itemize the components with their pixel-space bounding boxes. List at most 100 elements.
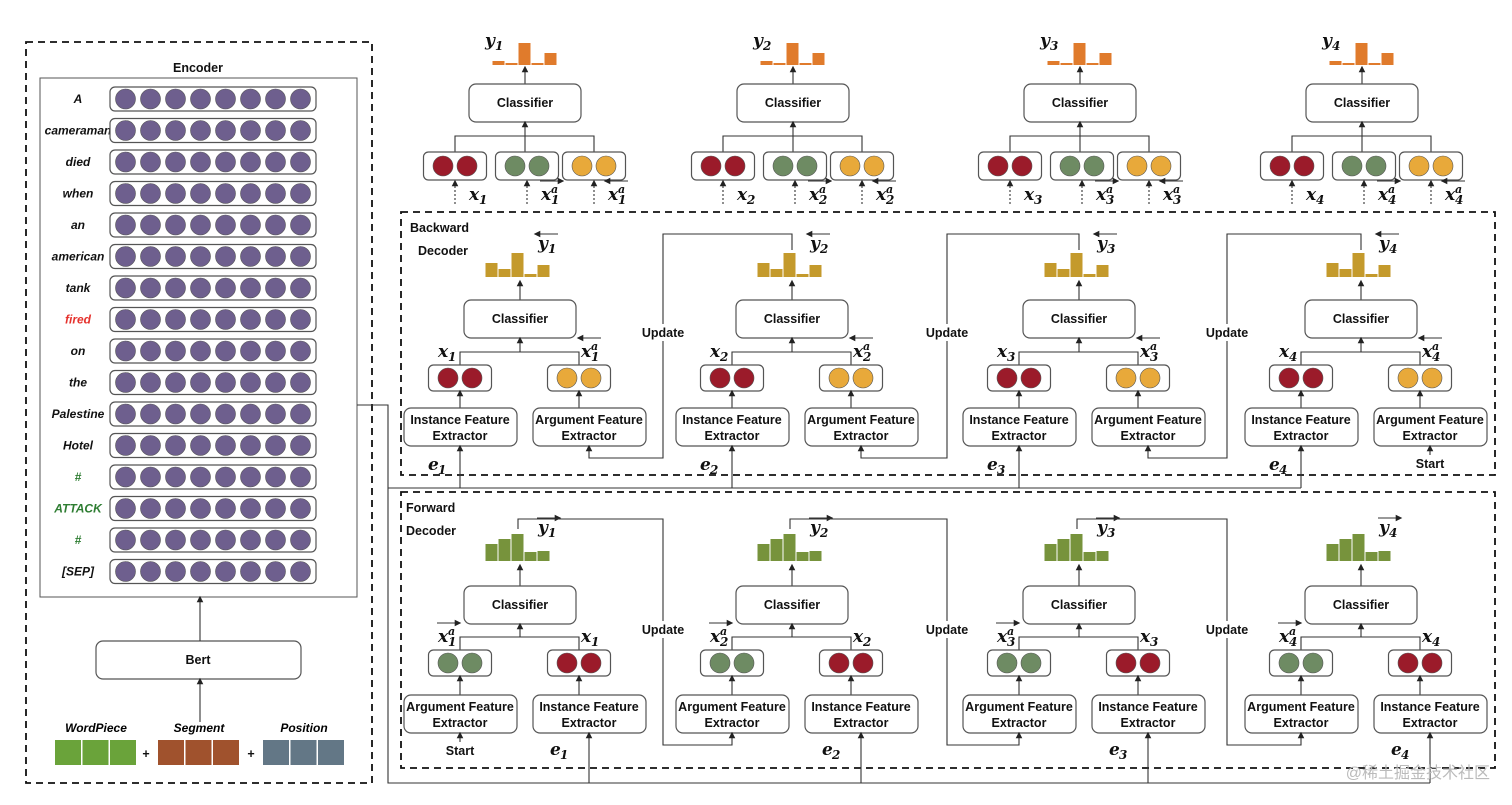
feature-circle: [733, 367, 755, 389]
feature-circle: [461, 652, 483, 674]
math-subscript: 2: [818, 193, 827, 207]
histogram-bar: [531, 63, 544, 65]
histogram-bar: [1326, 263, 1339, 277]
feature-circle: [1115, 652, 1137, 674]
feature-circle: [165, 277, 186, 299]
output-distribution: [757, 534, 822, 561]
token-label: an: [71, 218, 85, 232]
histogram-bar: [812, 53, 825, 65]
feature-circle: [700, 155, 722, 177]
math-base: y: [1321, 31, 1333, 51]
extractor-label: Instance Feature: [811, 700, 910, 714]
histogram-bar: [518, 43, 531, 65]
vector-box: [109, 527, 317, 553]
feature-circle: [165, 372, 186, 393]
feature-circle: [1139, 367, 1161, 389]
math-subscript: 2: [762, 39, 771, 53]
token-label: fired: [65, 313, 92, 327]
math-base: x: [1162, 185, 1174, 205]
math-base: y: [484, 31, 496, 51]
feature-circle: [215, 340, 236, 362]
input-vector: [690, 151, 756, 181]
histogram-bar: [511, 534, 524, 561]
token-embedding: [109, 558, 317, 585]
feature-circle: [115, 403, 136, 425]
math-base: e: [822, 740, 833, 760]
math-subscript: 2: [885, 193, 894, 207]
feature-circle: [215, 183, 236, 204]
feature-circle: [140, 498, 161, 519]
feature-circle: [1083, 155, 1105, 177]
token-embedding: [109, 495, 317, 522]
math-subscript: 1: [551, 193, 559, 207]
feature-circle: [265, 120, 286, 141]
feature-circle: [1432, 155, 1454, 177]
feature-circle: [140, 88, 161, 110]
math-superscript: a: [1173, 183, 1180, 196]
feature-circle: [1421, 367, 1443, 389]
math-base: y: [1096, 234, 1108, 254]
math-subscript: 4: [1389, 242, 1397, 256]
math-superscript: a: [1150, 340, 1157, 353]
feature-circle: [556, 652, 578, 674]
right-vector: [546, 364, 612, 392]
bert-label: Bert: [185, 653, 211, 667]
feature-circle: [115, 529, 136, 551]
math-superscript: a: [1289, 625, 1296, 638]
math-subscript: 3: [1007, 350, 1015, 364]
watermark: @稀土掘金技术社区: [1346, 764, 1490, 782]
histogram-bar: [760, 61, 773, 65]
feature-circle: [215, 214, 236, 236]
right-vector: [818, 649, 884, 677]
feature-circle: [240, 435, 261, 456]
math-subscript: 4: [1289, 350, 1297, 364]
feature-circle: [140, 403, 161, 425]
decoder-title: Decoder: [406, 524, 456, 538]
vector-box: [109, 86, 317, 112]
feature-circle: [140, 529, 161, 551]
feature-circle: [290, 309, 311, 330]
feature-circle: [140, 183, 161, 204]
token-label: [SEP]: [61, 565, 95, 579]
feature-circle: [290, 403, 311, 425]
math-base: x: [852, 627, 864, 647]
encoder-dashed-border: [25, 41, 373, 784]
math-base: x: [1095, 185, 1107, 205]
vector-box: [109, 212, 317, 238]
histogram-bar: [1047, 61, 1060, 65]
extractor-label: Extractor: [1121, 429, 1176, 443]
feature-circle: [265, 372, 286, 393]
math-subscript: 1: [479, 193, 487, 207]
vector-box: [109, 464, 317, 490]
classifier-label: Classifier: [492, 312, 548, 326]
merge-line: [1018, 351, 1139, 365]
histogram-bar: [786, 43, 799, 65]
token-row: Hotel: [63, 432, 317, 459]
math-subscript: 2: [831, 748, 840, 762]
input-vector: [561, 151, 627, 181]
feature-circle: [1278, 367, 1300, 389]
feature-circle: [432, 155, 454, 177]
feature-circle: [115, 183, 136, 204]
token-label: Hotel: [63, 439, 94, 453]
token-label: #: [75, 470, 82, 484]
math-superscript: a: [1455, 183, 1462, 196]
output-distribution: [1326, 253, 1391, 277]
token-label: Palestine: [52, 407, 105, 421]
histogram-bar: [537, 265, 550, 277]
update-label: Update: [926, 623, 968, 637]
feature-circle: [290, 183, 311, 204]
histogram-bar: [1060, 63, 1073, 65]
